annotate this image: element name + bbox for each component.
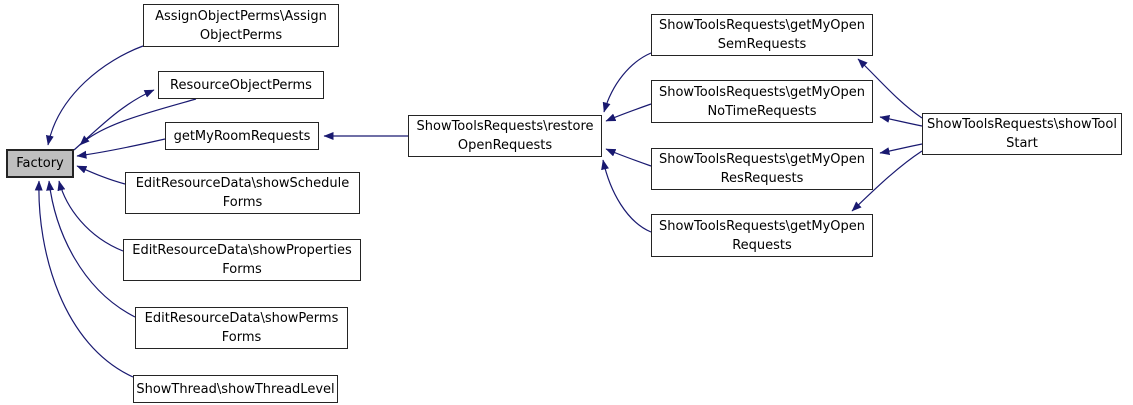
edge-start-to-notime	[879, 114, 923, 127]
edge-start-to-requests	[851, 150, 923, 212]
node-label-line: Forms	[221, 330, 262, 345]
node-label-line: ShowToolsRequests\getMyOpen	[658, 18, 866, 33]
node-label-line: getMyRoomRequests	[173, 128, 311, 144]
node-label-line: Start	[1006, 136, 1038, 151]
edge-requests-to-restore	[601, 159, 652, 233]
node-get-my-open-res-requests[interactable]: ShowToolsRequests\getMyOpen ResRequests	[651, 148, 873, 190]
node-show-properties-forms[interactable]: EditResourceData\showProperties Forms	[123, 239, 361, 281]
node-get-my-room-requests[interactable]: getMyRoomRequests	[165, 122, 319, 150]
edge-notime-to-restore	[605, 103, 652, 122]
edge-res-to-restore	[605, 148, 652, 167]
node-label-line: Forms	[222, 195, 263, 210]
edge-sem-to-restore	[602, 52, 652, 113]
node-assign-object-perms[interactable]: AssignObjectPerms\Assign ObjectPerms	[143, 4, 339, 47]
node-restore-open-requests[interactable]: ShowToolsRequests\restore OpenRequests	[408, 115, 602, 157]
node-label-line: EditResourceData\showProperties	[132, 243, 352, 258]
node-show-schedule-forms[interactable]: EditResourceData\showSchedule Forms	[125, 172, 360, 214]
node-label-line: Requests	[732, 237, 792, 253]
edge-room-to-factory	[76, 138, 166, 159]
node-label-line: ShowToolsRequests\showTool	[927, 117, 1117, 132]
node-label-line: ShowThread\showThreadLevel	[136, 381, 335, 397]
node-label-line: ObjectPerms	[199, 27, 283, 43]
node-get-my-open-requests[interactable]: ShowToolsRequests\getMyOpen Requests	[651, 214, 873, 257]
node-factory: Factory	[6, 149, 74, 178]
node-label-line: ShowToolsRequests\getMyOpen	[658, 218, 866, 234]
edge-resource-to-factory	[79, 98, 197, 146]
edge-properties-to-factory	[57, 180, 124, 252]
node-get-my-open-sem-requests[interactable]: ShowToolsRequests\getMyOpen SemRequests	[651, 14, 873, 56]
node-label-line: AssignObjectPerms\Assign	[155, 8, 327, 24]
node-label-line: ResRequests	[720, 171, 804, 186]
edge-start-to-sem	[857, 58, 923, 119]
node-label-line: EditResourceData\showPerms	[144, 311, 339, 326]
node-label-line: SemRequests	[717, 37, 807, 52]
edge-thread-to-factory	[34, 180, 134, 378]
node-label-line: ResourceObjectPerms	[170, 77, 312, 93]
node-label-line: Forms	[222, 262, 262, 277]
node-label-line: NoTimeRequests	[707, 103, 817, 119]
node-show-thread-level[interactable]: ShowThread\showThreadLevel	[133, 375, 338, 403]
node-label-line: ShowToolsRequests\getMyOpen	[658, 152, 866, 167]
edge-start-to-res	[879, 143, 923, 156]
node-factory-label: Factory	[16, 156, 64, 171]
node-label-line: ShowToolsRequests\getMyOpen	[658, 84, 866, 100]
edge-assign-to-factory	[45, 45, 144, 146]
node-show-perms-forms[interactable]: EditResourceData\showPerms Forms	[135, 307, 348, 349]
edge-factory-to-resource	[73, 89, 155, 151]
node-resource-object-perms[interactable]: ResourceObjectPerms	[158, 71, 324, 99]
edge-perms-to-factory	[46, 180, 136, 318]
node-label-line: ShowToolsRequests\restore	[416, 119, 594, 134]
node-label-line: EditResourceData\showSchedule	[135, 176, 350, 191]
node-get-my-open-no-time-requests[interactable]: ShowToolsRequests\getMyOpen NoTimeReques…	[651, 80, 873, 123]
edge-schedule-to-factory	[76, 165, 126, 185]
node-label-line: OpenRequests	[457, 138, 553, 153]
node-show-tool-start[interactable]: ShowToolsRequests\showTool Start	[922, 113, 1122, 155]
